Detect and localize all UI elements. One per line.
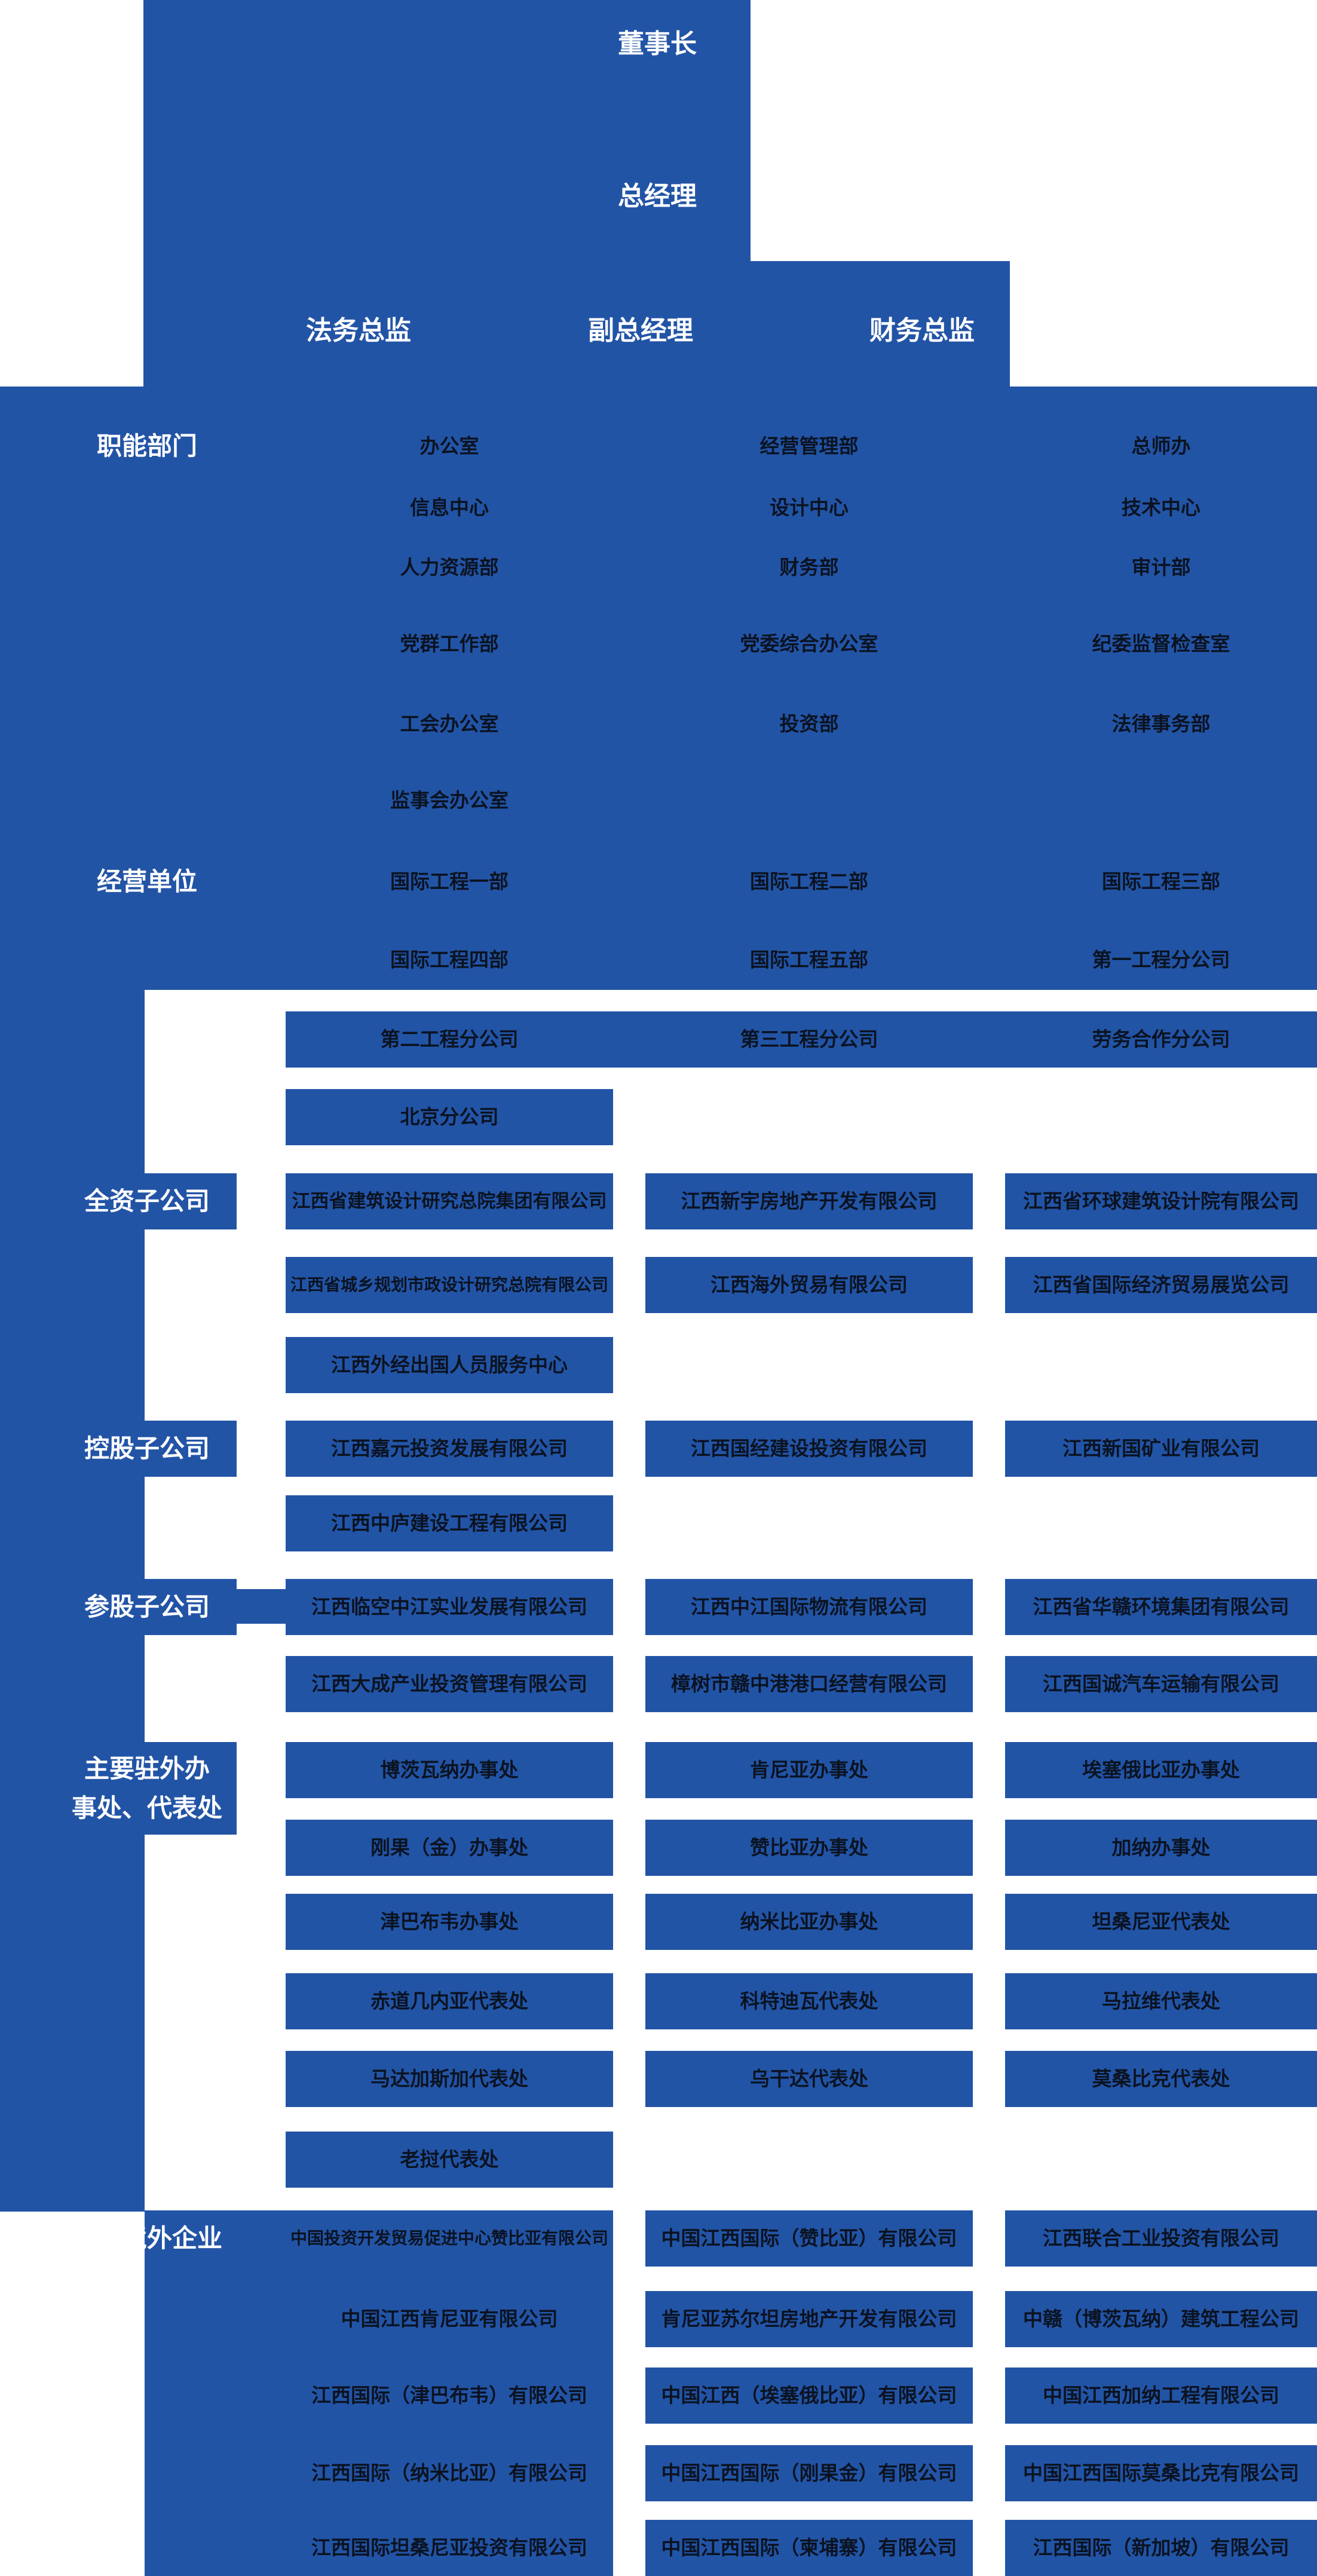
org-box-wholly-0-0: 江西省建筑设计研究总院集团有限公司 (286, 1173, 613, 1229)
org-box-overseas-0-1: 中国江西国际（赞比亚）有限公司 (645, 2210, 973, 2267)
section-label-business: 经营单位 (96, 867, 197, 896)
org-box-overseas-0-0: 中国投资开发贸易促进中心赞比亚有限公司 (286, 2210, 613, 2267)
org-box-offices-2-2: 坦桑尼亚代表处 (1005, 1894, 1317, 1950)
org-box-offices-2-1: 纳米比亚办事处 (645, 1894, 973, 1950)
org-box-business-3-0: 北京分公司 (286, 1089, 613, 1145)
org-box-functional-3-1: 党委综合办公室 (740, 632, 878, 655)
bg-top-block (143, 0, 751, 387)
org-box-functional-0-1: 经营管理部 (759, 434, 859, 457)
org-box-minority-0-2: 江西省华赣环境集团有限公司 (1005, 1579, 1317, 1635)
org-box-business-1-0: 国际工程四部 (390, 948, 509, 971)
org-box-functional-2-0: 人力资源部 (400, 556, 499, 578)
org-box-overseas-3-2: 中国江西国际莫桑比克有限公司 (1005, 2445, 1317, 2501)
section-label-tab-minority (145, 1579, 237, 1635)
org-box-minority-0-1: 江西中江国际物流有限公司 (645, 1579, 973, 1635)
org-box-offices-3-0: 赤道几内亚代表处 (286, 1973, 613, 2029)
org-box-functional-3-0: 党群工作部 (400, 632, 499, 655)
section-label-tab-holding (145, 1421, 237, 1477)
org-box-wholly-0-2: 江西省环球建筑设计院有限公司 (1005, 1173, 1317, 1229)
org-box-holding-0-1: 江西国经建设投资有限公司 (645, 1421, 973, 1477)
org-box-business-1-1: 国际工程五部 (750, 948, 868, 971)
org-box-functional-0-2: 总师办 (1131, 434, 1191, 457)
org-box-functional-2-2: 审计部 (1131, 556, 1191, 578)
org-box-business-2-2: 劳务合作分公司 (1092, 1028, 1230, 1050)
org-box-offices-0-2: 埃塞俄比亚办事处 (1005, 1742, 1317, 1798)
org-box-offices-3-2: 马拉维代表处 (1005, 1973, 1317, 2029)
org-box-functional-2-1: 财务部 (779, 556, 839, 578)
section-label-tab-wholly (145, 1173, 237, 1229)
legal-director-title: 法务总监 (306, 316, 411, 345)
org-box-holding-0-0: 江西嘉元投资发展有限公司 (286, 1421, 613, 1477)
org-box-overseas-1-1: 肯尼亚苏尔坦房地产开发有限公司 (645, 2291, 973, 2347)
org-box-minority-1-1: 樟树市赣中港港口经营有限公司 (645, 1656, 973, 1712)
org-box-functional-1-1: 设计中心 (770, 496, 849, 519)
org-box-functional-3-2: 纪委监督检查室 (1092, 632, 1230, 655)
section-label-tab-overseas (145, 2210, 237, 2267)
org-box-functional-5-0: 监事会办公室 (390, 789, 509, 811)
org-box-wholly-2-0: 江西外经出国人员服务中心 (286, 1337, 613, 1393)
org-box-overseas-4-2: 江西国际（新加坡）有限公司 (1005, 2520, 1317, 2576)
org-box-overseas-2-0: 江西国际（津巴布韦）有限公司 (286, 2368, 613, 2424)
org-box-wholly-1-1: 江西海外贸易有限公司 (645, 1257, 973, 1313)
org-box-offices-4-0: 马达加斯加代表处 (286, 2051, 613, 2107)
org-box-overseas-4-0: 江西国际坦桑尼亚投资有限公司 (286, 2520, 613, 2576)
org-box-overseas-3-0: 江西国际（纳米比亚）有限公司 (286, 2445, 613, 2501)
general-manager-title: 总经理 (618, 182, 697, 211)
org-box-overseas-4-1: 中国江西国际（柬埔寨）有限公司 (645, 2520, 973, 2576)
bg-top-right-block (751, 261, 1010, 387)
org-box-functional-4-0: 工会办公室 (400, 712, 499, 735)
org-box-minority-0-0: 江西临空中江实业发展有限公司 (286, 1579, 613, 1635)
org-box-offices-0-1: 肯尼亚办事处 (645, 1742, 973, 1798)
bg-minority-connector (237, 1589, 286, 1624)
org-box-offices-2-0: 津巴布韦办事处 (286, 1894, 613, 1950)
org-box-business-0-0: 国际工程一部 (390, 870, 509, 893)
org-box-offices-1-2: 加纳办事处 (1005, 1820, 1317, 1876)
bg-left-strip (0, 990, 145, 2212)
org-box-minority-1-2: 江西国诚汽车运输有限公司 (1005, 1656, 1317, 1712)
org-box-offices-5-0: 老挝代表处 (286, 2132, 613, 2188)
chairman-title: 董事长 (618, 29, 697, 59)
org-box-overseas-1-2: 中赣（博茨瓦纳）建筑工程公司 (1005, 2291, 1317, 2347)
org-box-functional-1-2: 技术中心 (1122, 496, 1200, 519)
org-box-minority-1-0: 江西大成产业投资管理有限公司 (286, 1656, 613, 1712)
org-box-business-1-2: 第一工程分公司 (1092, 948, 1230, 971)
bg-main-block (0, 387, 1317, 990)
org-box-offices-3-1: 科特迪瓦代表处 (645, 1973, 973, 2029)
org-box-offices-1-1: 赞比亚办事处 (645, 1820, 973, 1876)
org-box-functional-0-0: 办公室 (419, 434, 479, 457)
org-box-overseas-0-2: 江西联合工业投资有限公司 (1005, 2210, 1317, 2267)
section-label-offices: 主要驻外办 事处、代表处 (71, 1755, 222, 1822)
section-label-functional: 职能部门 (96, 432, 197, 461)
finance-director-title: 财务总监 (869, 316, 975, 345)
org-box-holding-0-2: 江西新国矿业有限公司 (1005, 1421, 1317, 1477)
section-label-holding: 控股子公司 (84, 1434, 210, 1463)
org-box-business-0-1: 国际工程二部 (750, 870, 868, 893)
org-box-business-0-2: 国际工程三部 (1102, 870, 1220, 893)
org-box-functional-1-0: 信息中心 (410, 496, 489, 519)
org-box-functional-4-1: 投资部 (779, 712, 839, 735)
org-box-business-2-0: 第二工程分公司 (380, 1028, 519, 1050)
org-box-overseas-3-1: 中国江西国际（刚果金）有限公司 (645, 2445, 973, 2501)
section-label-wholly: 全资子公司 (84, 1187, 210, 1216)
org-box-offices-0-0: 博茨瓦纳办事处 (286, 1742, 613, 1798)
section-label-minority: 参股子公司 (84, 1593, 210, 1621)
org-box-overseas-2-1: 中国江西（埃塞俄比亚）有限公司 (645, 2368, 973, 2424)
org-box-offices-4-1: 乌干达代表处 (645, 2051, 973, 2107)
org-box-offices-4-2: 莫桑比克代表处 (1005, 2051, 1317, 2107)
org-box-business-2-1: 第三工程分公司 (740, 1028, 878, 1050)
org-box-functional-4-2: 法律事务部 (1111, 712, 1211, 735)
org-box-holding-1-0: 江西中庐建设工程有限公司 (286, 1495, 613, 1551)
org-box-wholly-0-1: 江西新宇房地产开发有限公司 (645, 1173, 973, 1229)
org-box-overseas-2-2: 中国江西加纳工程有限公司 (1005, 2368, 1317, 2424)
org-box-wholly-1-2: 江西省国际经济贸易展览公司 (1005, 1257, 1317, 1313)
section-label-tab-offices (145, 1742, 237, 1835)
org-box-overseas-1-0: 中国江西肯尼亚有限公司 (286, 2291, 613, 2347)
section-label-overseas: 主要境外企业 (71, 2224, 222, 2253)
org-box-wholly-1-0: 江西省城乡规划市政设计研究总院有限公司 (286, 1257, 613, 1313)
org-row-bar-business-2 (286, 1011, 1317, 1068)
deputy-general-manager-title: 副总经理 (588, 316, 693, 345)
org-box-offices-1-0: 刚果（金）办事处 (286, 1820, 613, 1876)
